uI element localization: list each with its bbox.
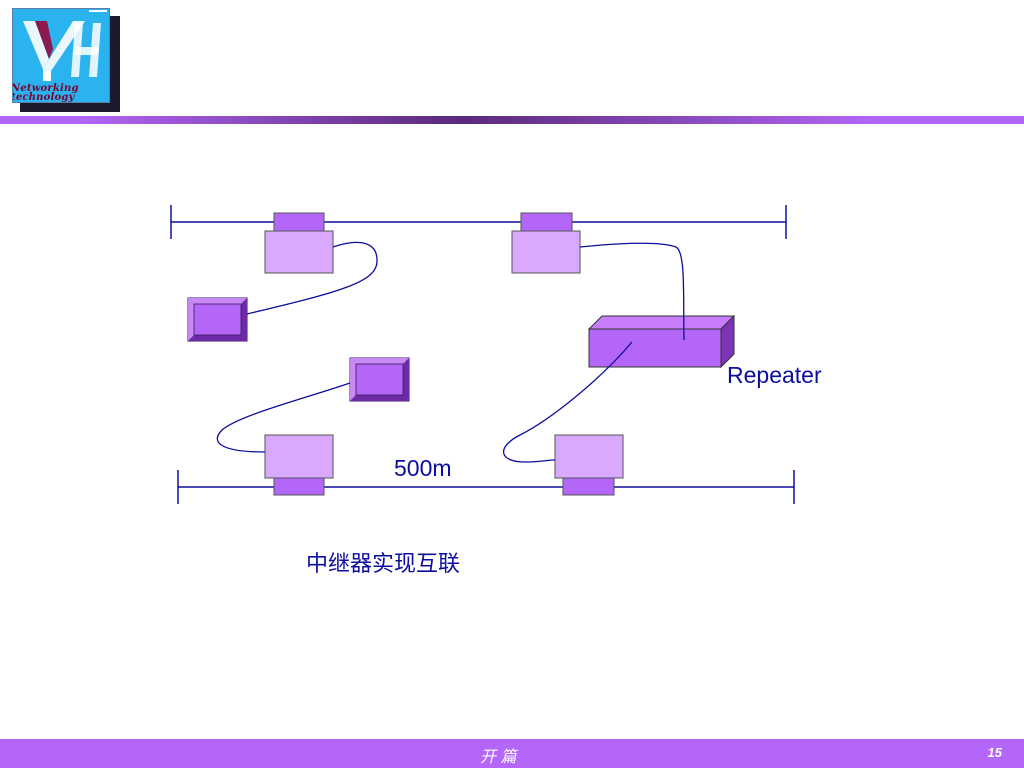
- repeater-label: Repeater: [727, 362, 822, 388]
- logo-text: Networking technology: [12, 83, 79, 103]
- distance-label: 500m: [394, 455, 452, 481]
- header-divider-bar: [0, 116, 1024, 124]
- company-logo: Networking technology: [12, 8, 120, 112]
- upper-bus-segment: [170, 205, 787, 239]
- diagram-caption: 中继器实现互联: [306, 552, 461, 577]
- footer-title: 开 篇: [480, 749, 517, 766]
- workstation-lower: [349, 357, 410, 402]
- yh-monogram-icon: [23, 10, 107, 81]
- lower-transceiver-left: [264, 434, 334, 496]
- page-number: 15: [987, 745, 1002, 760]
- repeater-device: [587, 314, 736, 369]
- cable-repeater-lower: [502, 341, 633, 463]
- lower-transceiver-right: [554, 434, 624, 496]
- cable-upper-left: [246, 241, 378, 315]
- cable-repeater-upper: [579, 242, 685, 341]
- logo-emblem: Networking technology: [12, 8, 110, 103]
- footer-bar: 开 篇 15: [0, 739, 1024, 768]
- cable-lower-left: [216, 382, 351, 453]
- upper-transceiver-right: [511, 212, 581, 274]
- upper-transceiver-left: [264, 212, 334, 274]
- workstation-upper: [187, 297, 248, 342]
- cables: [216, 241, 685, 463]
